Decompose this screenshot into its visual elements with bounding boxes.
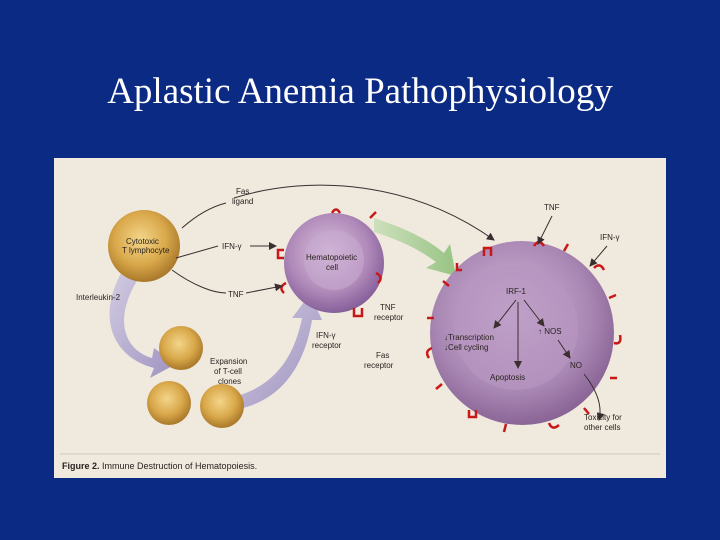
diagram-canvas: Fas ligand Cytotoxic T lymphocyte IFN-γ … xyxy=(60,184,660,471)
fas-line xyxy=(181,202,227,229)
t-cell-clone xyxy=(147,381,191,425)
tnf-top-arrow xyxy=(537,215,553,245)
irf-transcription-arrow xyxy=(493,299,517,329)
cytotoxic-label: Cytotoxic xyxy=(126,237,159,246)
toxicity-label: other cells xyxy=(584,423,620,432)
interleukin-arrow xyxy=(109,268,176,378)
hematopoietic-label: Hematopoietic xyxy=(306,253,357,262)
ifn-top-arrow xyxy=(589,245,608,267)
svg-text:IFN-γ: IFN-γ xyxy=(316,331,336,340)
expansion-label: clones xyxy=(218,377,241,386)
receptor xyxy=(280,281,287,294)
cytotoxic-t-cell xyxy=(108,210,180,282)
transition-arrow xyxy=(374,218,456,276)
svg-text:receptor: receptor xyxy=(374,313,404,322)
fas-arrow xyxy=(233,184,495,241)
svg-text:Fas: Fas xyxy=(236,187,249,196)
expansion-label: Expansion xyxy=(210,357,247,366)
svg-text:receptor: receptor xyxy=(364,361,394,370)
svg-text:ligand: ligand xyxy=(232,197,253,206)
fas-receptor-label: receptor xyxy=(364,361,394,370)
target-cell-nucleus xyxy=(454,266,578,390)
tnf-arrow xyxy=(245,283,283,294)
hematopoietic-label: cell xyxy=(326,263,338,272)
svg-text:other cells: other cells xyxy=(584,423,620,432)
apoptosis-label: Apoptosis xyxy=(490,373,525,382)
tnf-line xyxy=(171,269,227,294)
tnf-receptor-label: TNF xyxy=(380,303,396,312)
svg-text:Expansion: Expansion xyxy=(210,357,247,366)
cytotoxic-label: T lymphocyte xyxy=(122,246,170,255)
ifn-line xyxy=(175,245,219,259)
slide-title: Aplastic Anemia Pathophysiology xyxy=(107,71,613,112)
receptor-group xyxy=(425,240,622,433)
svg-text:receptor: receptor xyxy=(312,341,342,350)
fas-ligand-label: Fas xyxy=(236,187,249,196)
t-cell-clone xyxy=(200,384,244,428)
ifn-receptor-label: IFN-γ xyxy=(316,331,336,340)
transcription-label: ↓Transcription xyxy=(444,333,494,342)
pathophysiology-figure: Fas ligand Cytotoxic T lymphocyte IFN-γ … xyxy=(54,158,666,478)
svg-text:of T-cell: of T-cell xyxy=(214,367,242,376)
svg-text:cell: cell xyxy=(326,263,338,272)
toxicity-arrow xyxy=(583,373,605,421)
cell-cycling-label: ↓Cell cycling xyxy=(444,343,488,352)
irf-nos-arrow xyxy=(523,299,545,327)
receptor xyxy=(369,211,377,219)
receptor xyxy=(330,208,342,214)
tnf-top-label: TNF xyxy=(544,203,560,212)
svg-text:Toxicity for: Toxicity for xyxy=(584,413,622,422)
figure-caption: Figure 2. Immune Destruction of Hematopo… xyxy=(62,461,257,471)
no-label: NO xyxy=(570,361,582,370)
interleukin-label: Interleukin-2 xyxy=(76,293,121,302)
receptor xyxy=(276,248,284,260)
toxicity-label: Toxicity for xyxy=(584,413,622,422)
expansion-arrow xyxy=(229,294,322,410)
svg-text:clones: clones xyxy=(218,377,241,386)
svg-text:Fas: Fas xyxy=(376,351,389,360)
ifn-top-label: IFN-γ xyxy=(600,233,620,242)
ifn-left-label: IFN-γ xyxy=(222,242,242,251)
caption-text: Immune Destruction of Hematopoiesis. xyxy=(100,461,258,471)
svg-text:Hematopoietic: Hematopoietic xyxy=(306,253,357,262)
svg-text:TNF: TNF xyxy=(380,303,396,312)
fas-receptor-label: Fas xyxy=(376,351,389,360)
ifn-receptor-label: receptor xyxy=(312,341,342,350)
caption-bold: Figure 2. xyxy=(62,461,100,471)
irf1-label: IRF-1 xyxy=(506,287,527,296)
receptor xyxy=(375,271,382,284)
fas-ligand-label: ligand xyxy=(232,197,253,206)
tnf-receptor-label: receptor xyxy=(374,313,404,322)
tnf-left-label: TNF xyxy=(228,290,244,299)
receptor xyxy=(352,308,364,318)
nos-label: ↑ NOS xyxy=(538,327,562,336)
svg-text:T lymphocyte: T lymphocyte xyxy=(122,246,170,255)
svg-text:Cytotoxic: Cytotoxic xyxy=(126,237,159,246)
nos-no-arrow xyxy=(557,339,571,359)
expansion-label: of T-cell xyxy=(214,367,242,376)
t-cell-clone xyxy=(159,326,203,370)
hematopoietic-nucleus xyxy=(304,230,364,290)
